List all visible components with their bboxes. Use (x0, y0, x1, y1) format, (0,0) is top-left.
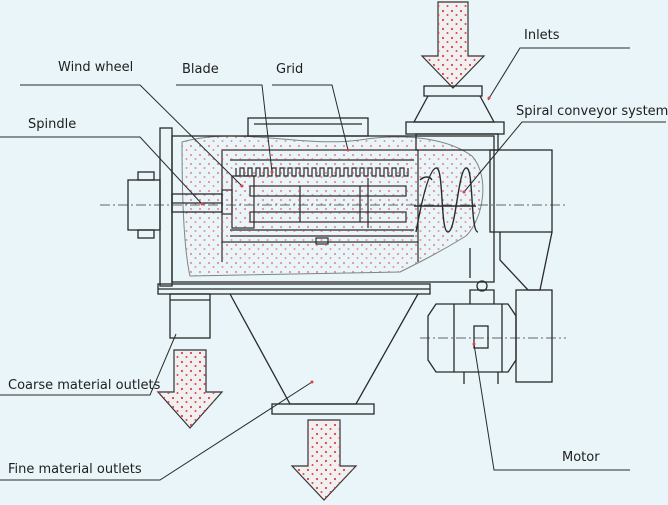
motor-body (427, 280, 517, 384)
coarse-outlet-spout (169, 293, 211, 339)
center-axis-line (100, 204, 568, 339)
material-flow-region (181, 135, 484, 277)
coarse-outlet-arrow (156, 349, 224, 429)
inlet-arrow (420, 1, 486, 89)
label-coarse-material-outlets: Coarse material outlets (8, 378, 161, 393)
fine-outlet-hopper (229, 293, 419, 415)
motor-dots (440, 308, 510, 368)
label-grid: Grid (276, 62, 304, 77)
label-inlets: Inlets (524, 28, 560, 43)
fine-outlet-arrow (290, 419, 358, 501)
label-fine-material-outlets: Fine material outlets (8, 462, 142, 477)
leader-lines (0, 47, 666, 481)
label-motor: Motor (562, 450, 600, 465)
label-wind-wheel: Wind wheel (58, 60, 134, 75)
label-spiral-conveyor-system: Spiral conveyor system (516, 104, 668, 119)
label-spindle: Spindle (28, 117, 77, 132)
label-blade: Blade (182, 62, 219, 77)
leader-markers (200, 96, 491, 384)
right-housing (469, 149, 553, 383)
inlet-funnel (405, 85, 505, 151)
